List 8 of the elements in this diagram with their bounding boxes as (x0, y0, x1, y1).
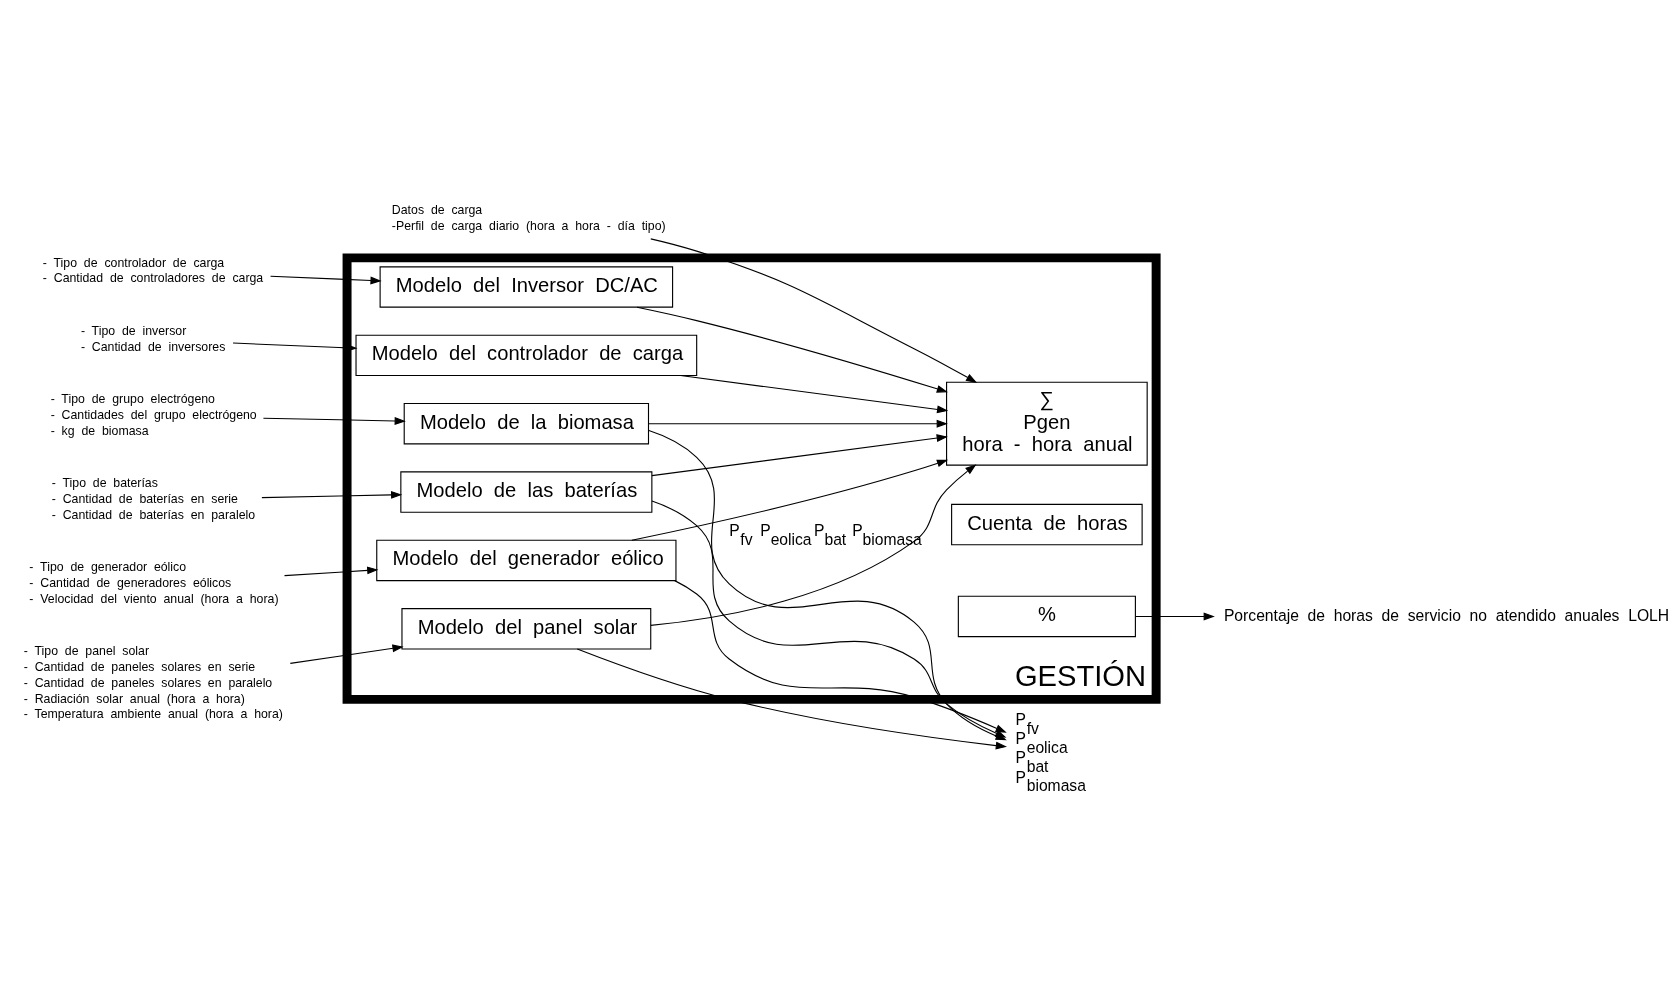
node-text: - Tipo de baterías - Cantidad de baterías en serie - Cantidad de baterías en paralelo (51, 476, 256, 522)
node-text: - Tipo de inversor - Cantidad de inversores (80, 323, 226, 354)
node-text: Porcentaje de horas de servicio no atendido anuales LOLH (1223, 607, 1670, 625)
node-text: - Tipo de generador eólico - Cantidad de generadores eólicos - Velocidad del viento anual (hora a hora) (29, 560, 279, 606)
node-text: - Tipo de controlador de carga - Cantidad de controladores de carga (42, 255, 264, 286)
node-text: Datos de carga -Perfil de carga diario (hora a hora - día tipo) (391, 202, 666, 233)
node-text: - Tipo de grupo electrógeno - Cantidades del grupo electrógeno - kg de biomasa (50, 392, 257, 438)
node-text: - Tipo de panel solar - Cantidad de paneles solares en serie - Cantidad de paneles solares en paralelo - Radiación solar anual (hora a hora) - Temperatura ambiente anual (hora a hora) (23, 644, 283, 722)
